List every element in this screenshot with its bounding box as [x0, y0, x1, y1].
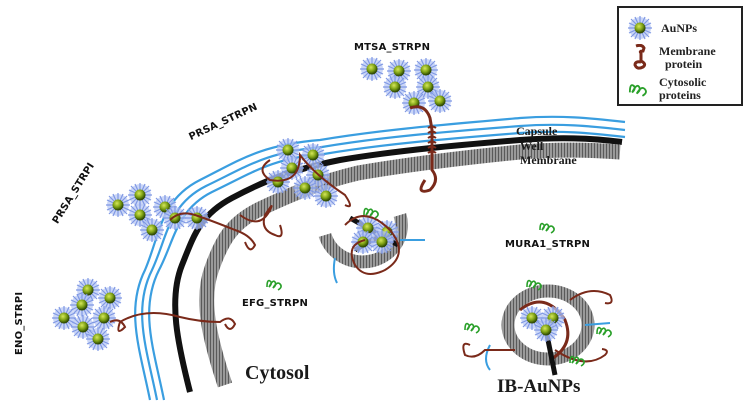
legend-label-membrane: Membrane: [659, 44, 716, 58]
label-eno-strpi: ENO_STRPI: [14, 291, 25, 355]
efg-protein-icon: [266, 279, 282, 291]
legend-label-proteins: proteins: [659, 88, 701, 102]
prsa-strpi-cluster: [105, 182, 257, 251]
label-mura1-strpn: MURA1_STRPN: [505, 239, 591, 250]
legend-label-cytosolic: Cytosolic: [659, 75, 707, 89]
eno-cluster: [51, 277, 237, 352]
legend-label-protein: protein: [665, 57, 703, 71]
legend-item-membrane-protein: Membrane protein: [631, 44, 716, 72]
legend-item-cytosolic-proteins: Cytosolic proteins: [627, 76, 706, 102]
label-cytosol: Cytosol: [245, 362, 310, 384]
vesicle-ib-aunps: [462, 279, 613, 376]
legend-item-aunps: AuNPs: [625, 16, 697, 40]
gold-nanoparticle-icon: [627, 16, 653, 40]
mura1-protein-icon: [539, 222, 555, 234]
label-capsule: Capsule: [516, 124, 558, 138]
cytosolic-protein-icon: [628, 84, 647, 97]
label-efg-strpn: EFG_STRPN: [242, 298, 309, 309]
legend: AuNPs Membrane protein Cytosolic protein…: [617, 6, 743, 106]
label-ib-aunps: IB-AuNPs: [497, 376, 581, 397]
membrane-protein-icon: [633, 44, 647, 70]
mtsa-cluster: [359, 56, 453, 193]
prsa-strpn-cluster: [239, 137, 351, 238]
label-membrane: Membrane: [520, 153, 577, 167]
capsule-layer: [134, 115, 626, 401]
vesicle-middle: [318, 207, 425, 284]
legend-label-aunps: AuNPs: [661, 20, 698, 35]
label-wall: Well: [520, 139, 544, 153]
label-mtsa-strpn: MTSA_STRPN: [354, 42, 431, 53]
